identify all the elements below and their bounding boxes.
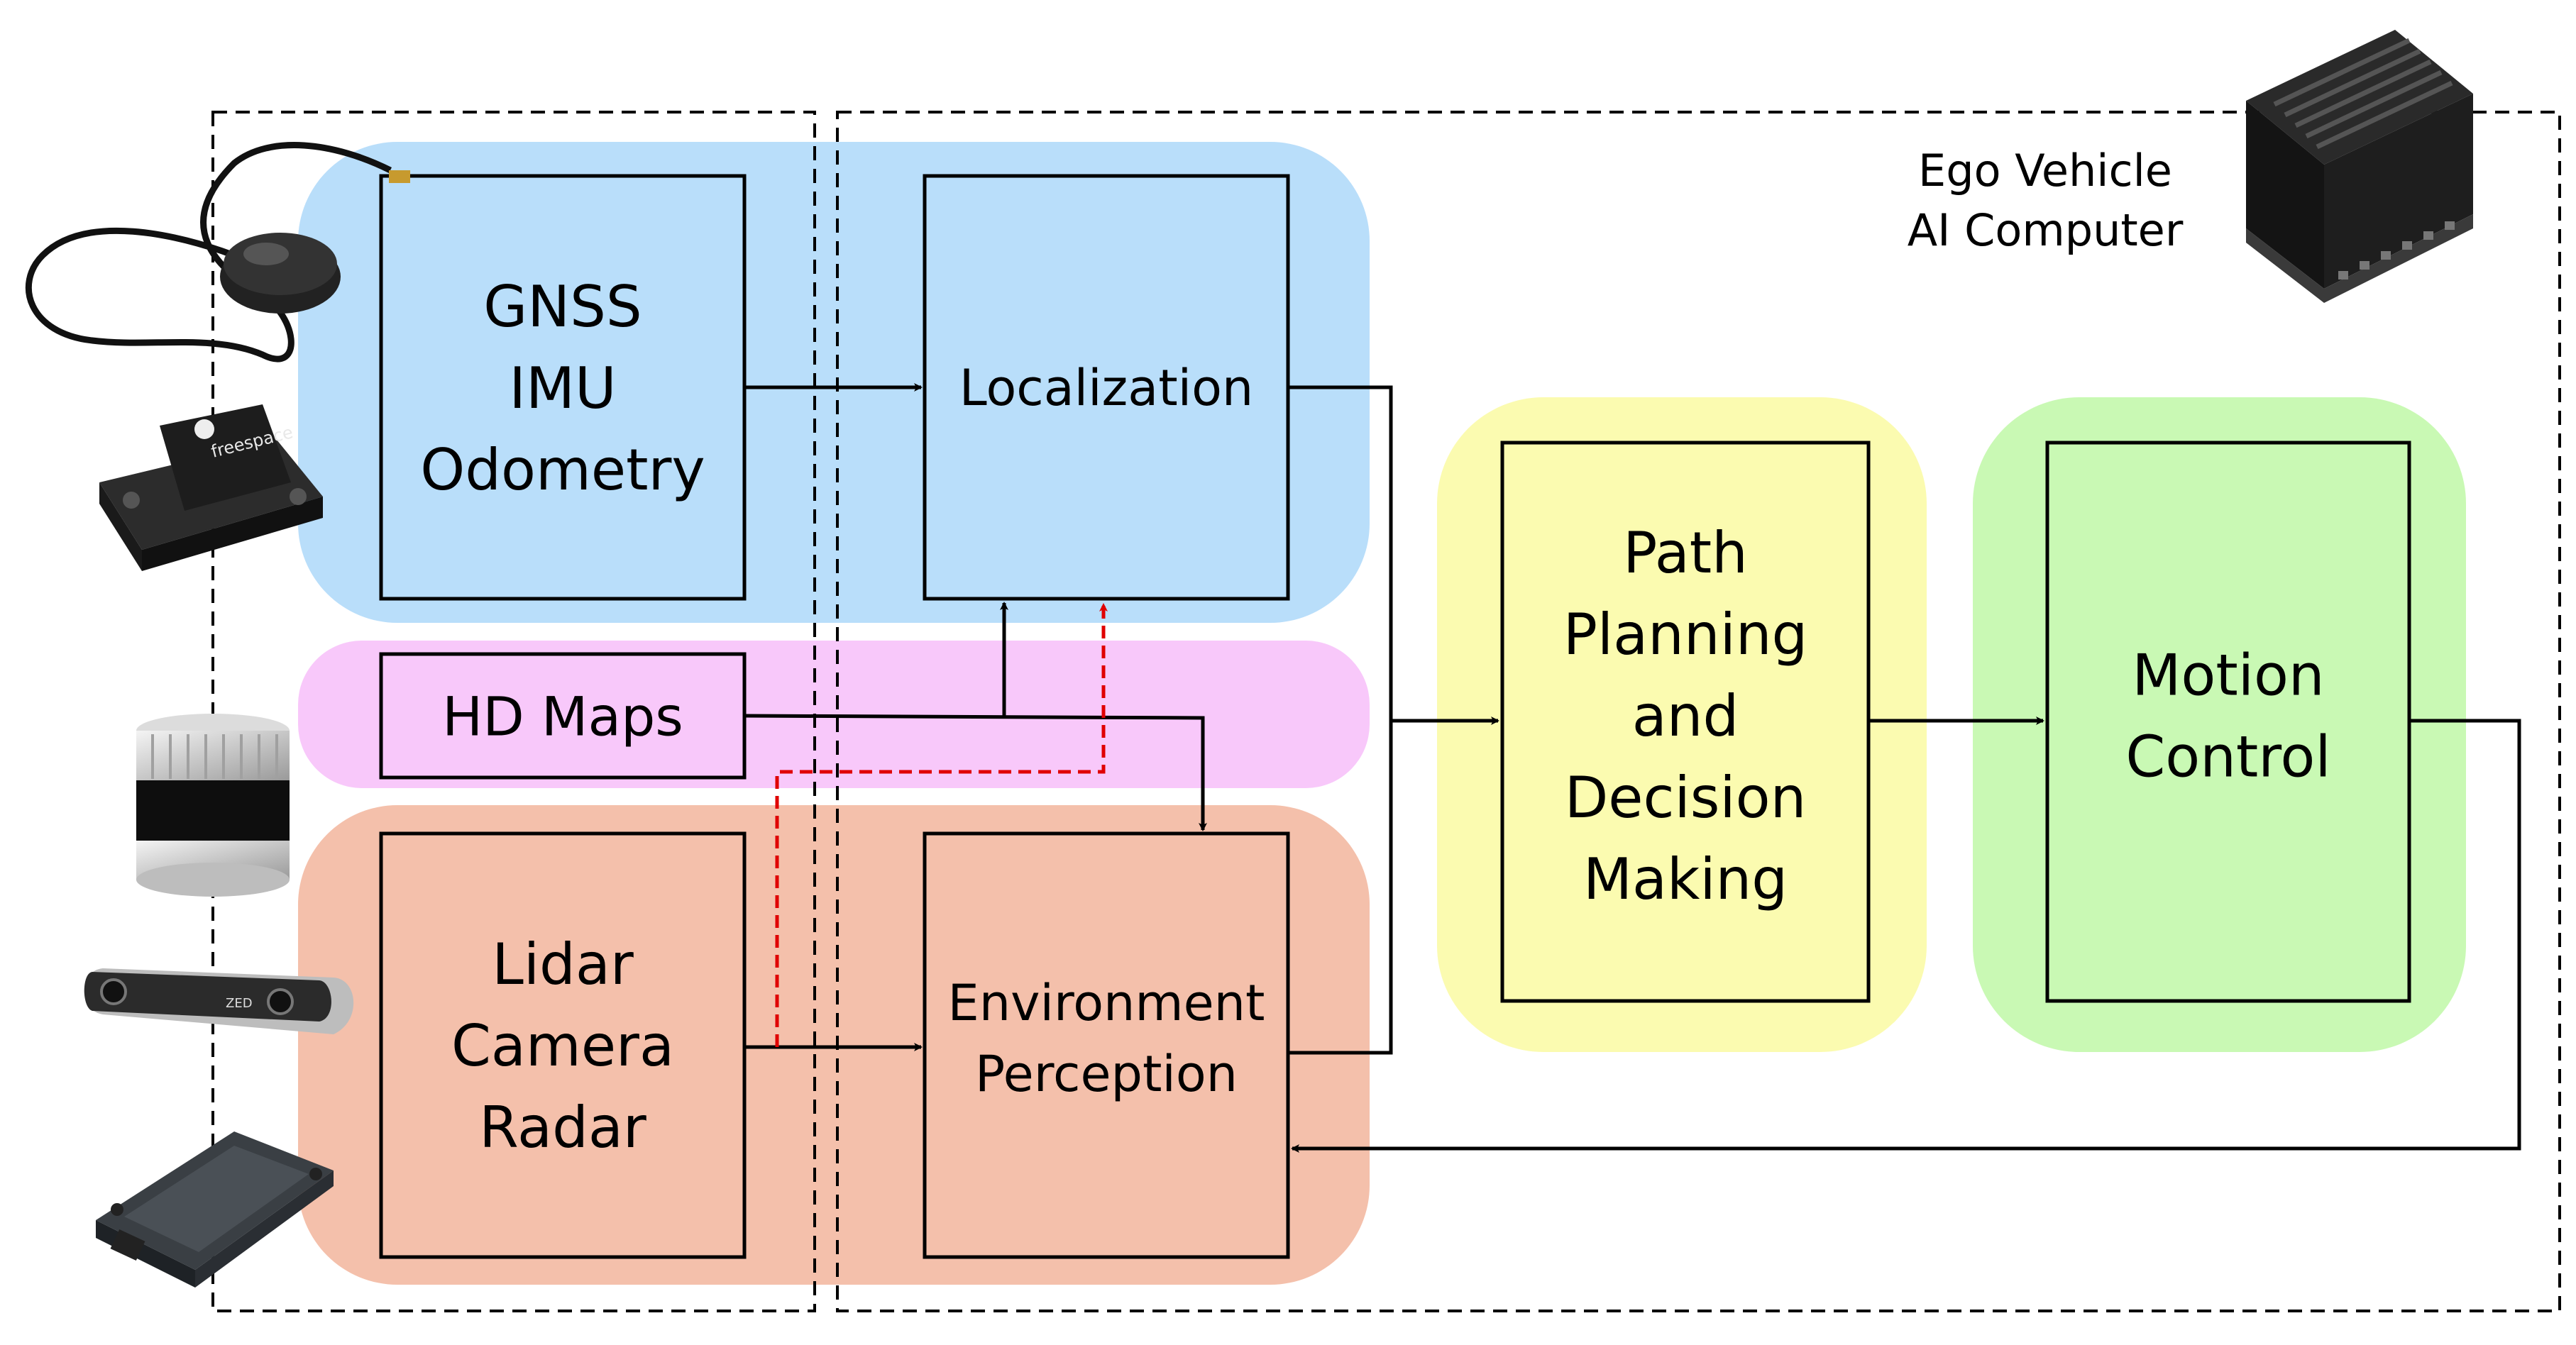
control-label-line-1: Motion bbox=[2132, 642, 2324, 708]
gnss-label-line-3: Odometry bbox=[420, 437, 705, 503]
gnss-antenna-icon bbox=[25, 142, 410, 362]
lidar-icon bbox=[136, 714, 290, 897]
localization-label-line-1: Localization bbox=[959, 359, 1254, 417]
gnss-label-line-2: IMU bbox=[509, 355, 616, 421]
environment-perception-block bbox=[923, 831, 1290, 1259]
hdmaps-label-line-1: HD Maps bbox=[442, 685, 683, 748]
connections bbox=[744, 383, 2521, 1153]
sensors-block bbox=[379, 831, 747, 1259]
computer-label-line1: Ego Vehicle bbox=[1918, 145, 2172, 197]
sensor-boundary bbox=[211, 111, 816, 1312]
planning-label-line-5: Making bbox=[1583, 846, 1788, 912]
planning-label-line-3: and bbox=[1632, 683, 1739, 749]
perception-label-line-2: Perception bbox=[975, 1045, 1238, 1103]
planning-label-line-4: Decision bbox=[1565, 765, 1807, 831]
nvidia-ai-computer-icon bbox=[2246, 30, 2473, 303]
radar-icon bbox=[96, 1131, 334, 1288]
path-planning-block bbox=[1500, 441, 1871, 1003]
imu-sensor-icon: freespace bbox=[99, 404, 323, 571]
sensors-to-localization-dashed-arrow bbox=[775, 603, 1108, 1047]
gnss-label-line-1: GNSS bbox=[483, 274, 642, 340]
stereo-camera-icon: ZED bbox=[84, 968, 354, 1034]
hd-maps-block bbox=[379, 652, 747, 780]
motion-control-block bbox=[2045, 441, 2411, 1003]
sensors-label-line-1: Lidar bbox=[492, 931, 634, 997]
localization-block bbox=[923, 174, 1290, 601]
control-feedback-arrow bbox=[1291, 719, 2521, 1153]
sensors-label-line-3: Radar bbox=[479, 1095, 646, 1161]
camera-brand-label: ZED bbox=[226, 996, 253, 1011]
computer-boundary bbox=[836, 111, 2561, 1312]
maps-to-perception-arrow bbox=[744, 714, 1207, 831]
computer-label-line2: AI Computer bbox=[1908, 204, 2184, 256]
control-label-line-2: Control bbox=[2125, 724, 2330, 790]
planning-label-line-2: Planning bbox=[1563, 602, 1808, 668]
sensors-label-line-2: Camera bbox=[451, 1013, 674, 1079]
planning-label-line-1: Path bbox=[1623, 520, 1748, 586]
perception-label-line-1: Environment bbox=[948, 974, 1265, 1032]
